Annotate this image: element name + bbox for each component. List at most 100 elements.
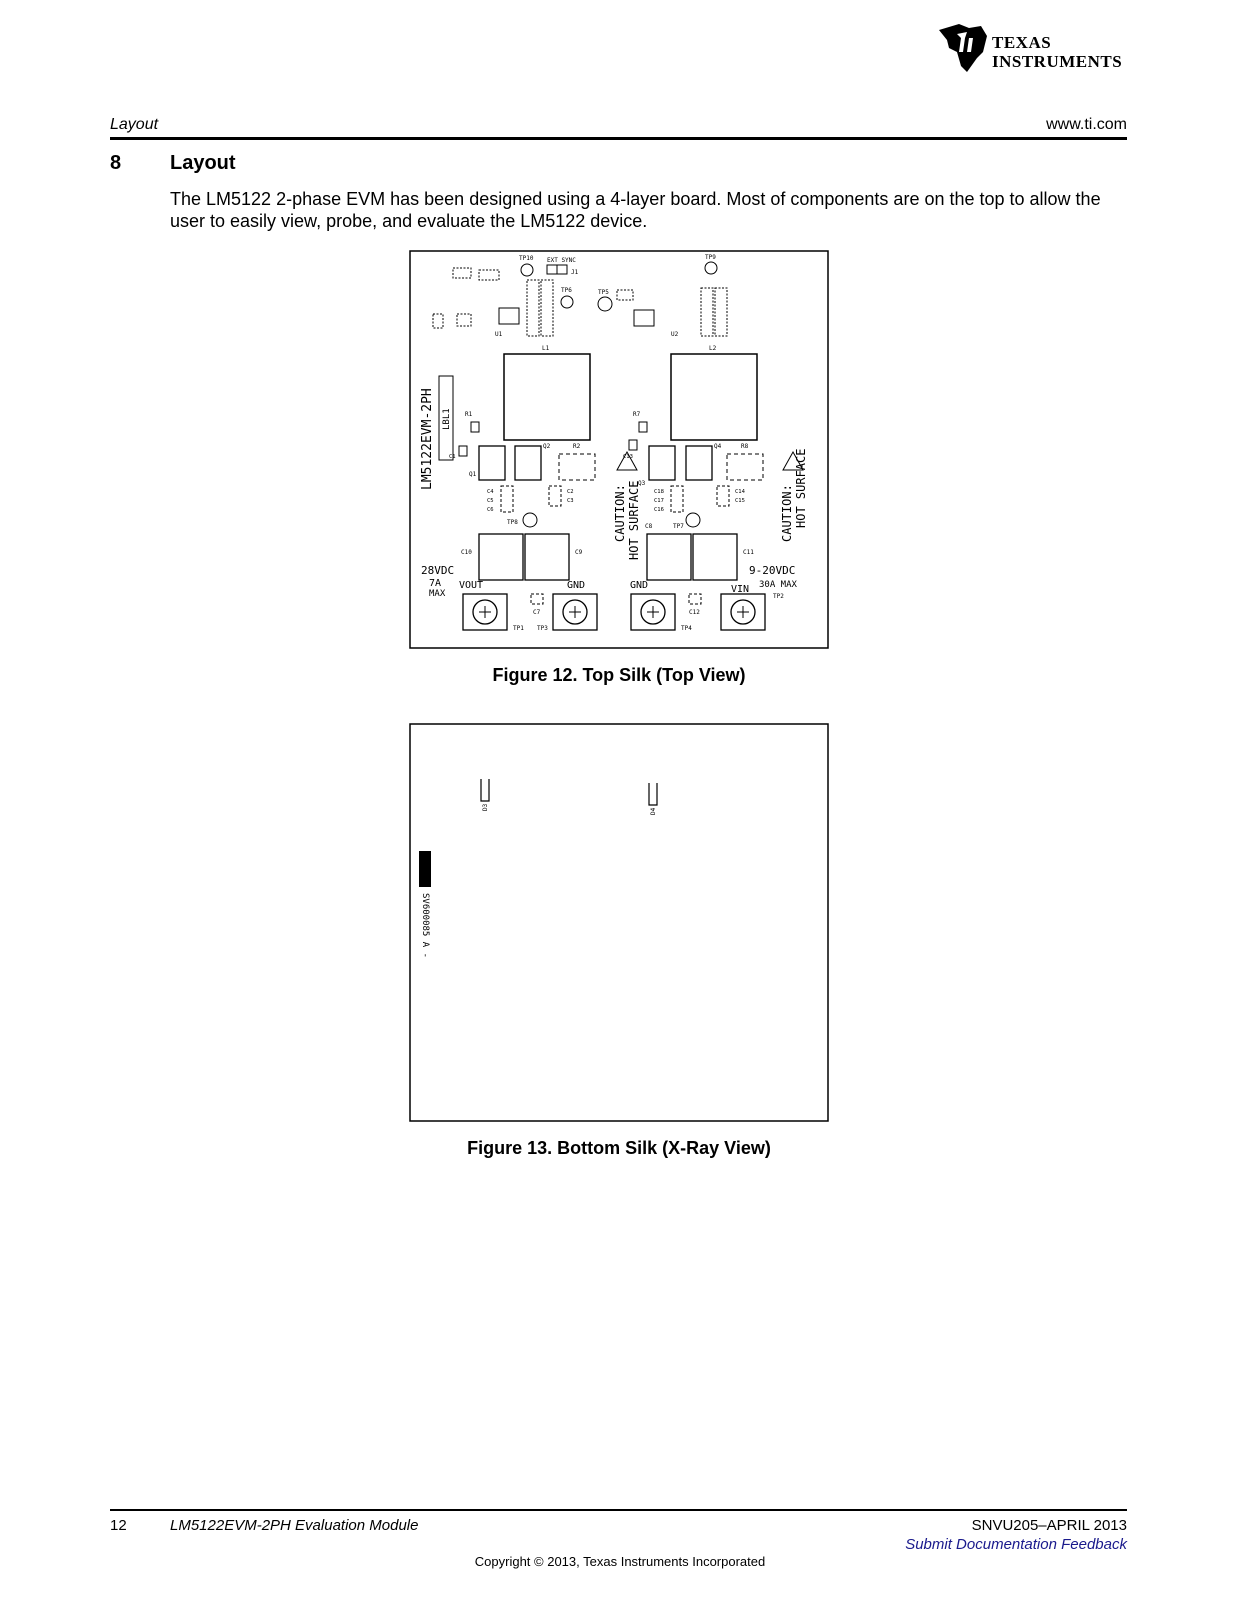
fet-q3	[648, 445, 676, 481]
terminal-label-gnd-2: GND	[630, 580, 648, 591]
top-silk-figure: L1 L2 Q1 Q2 Q3 Q4 R2 R8 R1 R7 C10 C9 C8 …	[409, 250, 829, 649]
header-section-label: Layout	[110, 116, 159, 133]
label-c15: C15	[735, 498, 745, 504]
vin-rating-1: 9-20VDC	[749, 564, 795, 577]
vout-rating-3: MAX	[429, 589, 446, 599]
label-c10: C10	[461, 549, 472, 556]
fet-q4	[685, 445, 713, 481]
footer-doc-id: SNVU205–APRIL 2013	[971, 1517, 1127, 1534]
diode-d4	[648, 783, 658, 806]
testpoint-tp8	[522, 512, 538, 528]
testpoint-tp10	[520, 263, 534, 277]
ti-wordmark: Texas Instruments	[992, 33, 1122, 71]
label-lbl1: LBL1	[442, 408, 452, 430]
label-d3: D3	[482, 803, 489, 811]
terminal-vin-icon	[720, 593, 766, 631]
label-tp1: TP1	[513, 625, 524, 632]
label-q4: Q4	[714, 443, 722, 450]
label-tp6: TP6	[561, 287, 572, 294]
ic-u2	[633, 309, 655, 327]
label-c11: C11	[743, 549, 754, 556]
label-tp7: TP7	[673, 523, 684, 530]
footer-doc-title: LM5122EVM-2PH Evaluation Module	[170, 1517, 419, 1534]
label-c9: C9	[575, 549, 583, 556]
label-j1: J1	[571, 269, 579, 276]
footer-copyright: Copyright © 2013, Texas Instruments Inco…	[474, 1554, 766, 1569]
cap-c8	[646, 533, 692, 581]
bottom-marker-block	[419, 851, 431, 887]
label-r2: R2	[573, 443, 581, 450]
section-number: 8	[110, 152, 122, 174]
page-number: 12	[110, 1517, 127, 1534]
label-d4: D4	[650, 807, 657, 815]
caution-left-line2: HOT SURFACE	[627, 481, 641, 560]
label-u1: U1	[495, 331, 503, 338]
bottom-part-number: SV600085 A -	[420, 893, 430, 958]
ic-u1	[498, 307, 520, 325]
label-c4: C4	[487, 489, 494, 495]
label-tp9: TP9	[705, 254, 716, 261]
cap-c9	[524, 533, 570, 581]
fet-q1	[478, 445, 506, 481]
label-tp10: TP10	[519, 255, 534, 262]
resistor-r2	[558, 453, 596, 481]
caution-right-line1: CAUTION:	[780, 484, 794, 542]
diode-d3	[480, 779, 490, 802]
label-c16: C16	[654, 507, 664, 513]
label-r8: R8	[741, 443, 749, 450]
label-c8: C8	[645, 523, 653, 530]
bottom-silk-figure: D3 D4 SV600085 A -	[409, 723, 829, 1122]
label-tp5: TP5	[598, 289, 609, 296]
logo-line1: Texas	[992, 33, 1052, 52]
vin-rating-2: 30A MAX	[759, 580, 798, 590]
terminal-vout-icon	[462, 593, 508, 631]
figure-13-caption: Figure 13. Bottom Silk (X-Ray View)	[467, 1138, 771, 1158]
terminal-gnd1-icon	[552, 593, 598, 631]
figure-12-caption: Figure 12. Top Silk (Top View)	[492, 665, 746, 685]
label-c17: C17	[654, 498, 664, 504]
hot-surface-left-icon	[616, 450, 638, 471]
label-q3: Q3	[638, 480, 646, 487]
submit-feedback-link[interactable]: Submit Documentation Feedback	[905, 1536, 1127, 1553]
label-c5: C5	[487, 498, 494, 504]
label-c12: C12	[689, 609, 700, 616]
vout-rating-2: 7A	[429, 578, 441, 589]
label-tp3: TP3	[537, 625, 548, 632]
testpoint-tp7	[685, 512, 701, 528]
footer-divider	[110, 1509, 1127, 1511]
label-tp2: TP2	[773, 593, 784, 600]
label-q1: Q1	[469, 471, 477, 478]
terminal-label-vout: VOUT	[459, 580, 483, 591]
label-tp4: TP4	[681, 625, 692, 632]
caution-left-line1: CAUTION:	[613, 484, 627, 542]
testpoint-tp9	[704, 261, 718, 275]
label-l1: L1	[542, 345, 550, 352]
section-title: Layout	[170, 152, 236, 174]
testpoint-tp5	[597, 296, 613, 312]
testpoint-tp6	[560, 295, 574, 309]
board-name: LM5122EVM-2PH	[420, 388, 435, 490]
caution-right-line2: HOT SURFACE	[794, 449, 808, 528]
terminal-label-gnd-1: GND	[567, 580, 585, 591]
label-c18: C18	[654, 489, 664, 495]
resistor-r8	[726, 453, 764, 481]
fet-q2	[514, 445, 542, 481]
label-c6: C6	[487, 507, 494, 513]
label-c13: C13	[623, 454, 633, 460]
label-c7: C7	[533, 609, 541, 616]
terminal-label-vin: VIN	[731, 584, 749, 595]
label-c14: C14	[735, 489, 746, 495]
header-divider	[110, 137, 1127, 140]
header-website-link[interactable]: www.ti.com	[1046, 116, 1127, 133]
label-tp8: TP8	[507, 519, 518, 526]
terminal-gnd2-icon	[630, 593, 676, 631]
label-u2: U2	[671, 331, 679, 338]
label-l2: L2	[709, 345, 717, 352]
cap-c10	[478, 533, 524, 581]
label-r7: R7	[633, 411, 641, 418]
label-r1: R1	[465, 411, 473, 418]
vout-rating-1: 28VDC	[421, 564, 454, 577]
label-c1: C1	[449, 454, 456, 460]
label-ext-sync: EXT SYNC	[547, 257, 576, 264]
label-q2: Q2	[543, 443, 551, 450]
